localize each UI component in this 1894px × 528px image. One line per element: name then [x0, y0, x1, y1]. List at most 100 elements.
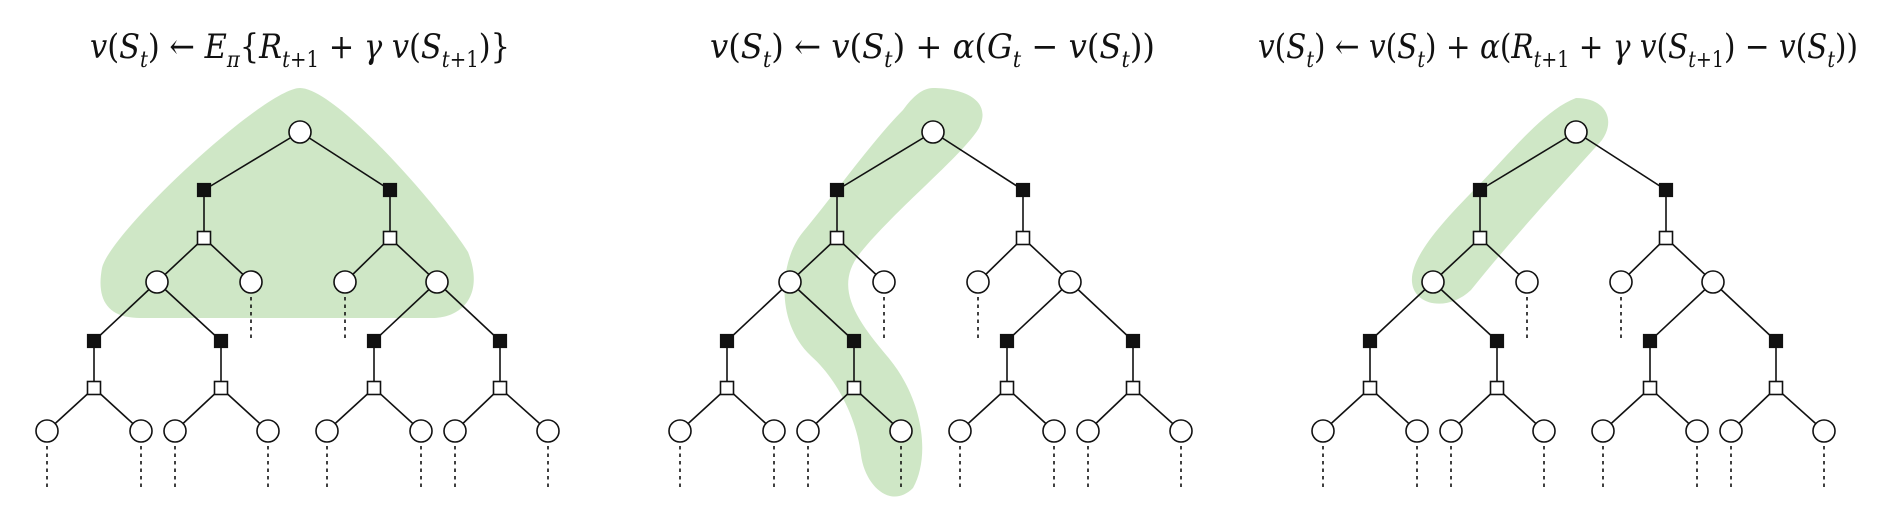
state-node [1169, 419, 1193, 443]
state-node [1685, 419, 1709, 443]
state-node [889, 419, 913, 443]
state-node [966, 270, 990, 294]
mc-backup-panel: v(St) ← v(St) + α(Gt − v(St)) [668, 27, 1193, 497]
action-node [846, 333, 862, 349]
state-node [315, 419, 339, 443]
state-node [872, 270, 896, 294]
state-node [35, 419, 59, 443]
tree-edge [726, 281, 791, 342]
tree-edge [1006, 281, 1071, 342]
transition-node [846, 380, 862, 396]
action-node [1768, 333, 1784, 349]
action-node [366, 333, 382, 349]
tree-edge [836, 131, 934, 191]
action-node [1642, 333, 1658, 349]
state-node [796, 419, 820, 443]
transition-node [1472, 230, 1488, 246]
tree-edge [156, 281, 222, 342]
state-node [1311, 419, 1335, 443]
action-node [492, 333, 508, 349]
tree-edge [1712, 281, 1777, 342]
transition-node [829, 230, 845, 246]
state-node [762, 419, 786, 443]
action-node [1015, 182, 1031, 198]
action-node [196, 182, 212, 198]
transition-node [196, 230, 212, 246]
state-node [1058, 270, 1082, 294]
state-node [288, 120, 312, 144]
tree-edge [1575, 131, 1667, 191]
transition-node [719, 380, 735, 396]
transition-node [1489, 380, 1505, 396]
state-node [948, 419, 972, 443]
state-node [163, 419, 187, 443]
tree-edge [203, 131, 301, 191]
state-node [239, 270, 263, 294]
state-node [333, 270, 357, 294]
state-node [778, 270, 802, 294]
transition-node [213, 380, 229, 396]
transition-node [1642, 380, 1658, 396]
tree-edge [1479, 131, 1577, 191]
state-node [1439, 419, 1463, 443]
td-backup-panel: v(St) ← v(St) + α(Rt+1 + γ v(St+1) − v(S… [1258, 27, 1858, 487]
state-node [425, 270, 449, 294]
tree-edge [1369, 281, 1434, 342]
backup-highlight [100, 88, 474, 318]
state-node [1591, 419, 1615, 443]
state-node [1405, 419, 1429, 443]
update-formula: v(St) ← Eπ{Rt+1 + γ v(St+1)} [90, 27, 510, 73]
state-node [129, 419, 153, 443]
action-node [1658, 182, 1674, 198]
state-node [256, 419, 280, 443]
dp-backup-panel: v(St) ← Eπ{Rt+1 + γ v(St+1)} [35, 27, 560, 487]
transition-node [492, 380, 508, 396]
tree-edge [1649, 281, 1714, 342]
tree-edge [1432, 281, 1498, 342]
tree-edge [1069, 281, 1134, 342]
action-node [1472, 182, 1488, 198]
transition-node [86, 380, 102, 396]
action-node [213, 333, 229, 349]
state-node [1812, 419, 1836, 443]
tree-edge [932, 131, 1024, 191]
transition-node [1768, 380, 1784, 396]
action-node [1125, 333, 1141, 349]
action-node [1489, 333, 1505, 349]
state-node [536, 419, 560, 443]
state-node [1532, 419, 1556, 443]
transition-node [999, 380, 1015, 396]
update-formula: v(St) ← v(St) + α(Gt − v(St)) [710, 27, 1155, 73]
state-node [668, 419, 692, 443]
action-node [999, 333, 1015, 349]
transition-node [1362, 380, 1378, 396]
tree-edge [789, 281, 855, 342]
state-node [921, 120, 945, 144]
update-formula: v(St) ← v(St) + α(Rt+1 + γ v(St+1) − v(S… [1258, 27, 1858, 73]
tree-edge [436, 281, 501, 342]
transition-node [382, 230, 398, 246]
transition-node [366, 380, 382, 396]
state-node [1564, 120, 1588, 144]
transition-node [1015, 230, 1031, 246]
state-node [1076, 419, 1100, 443]
state-node [1701, 270, 1725, 294]
state-node [1421, 270, 1445, 294]
tree-edge [373, 281, 438, 342]
state-node [443, 419, 467, 443]
state-node [1719, 419, 1743, 443]
state-node [409, 419, 433, 443]
backup-highlight [1411, 98, 1609, 304]
state-node [1042, 419, 1066, 443]
action-node [1362, 333, 1378, 349]
state-node [145, 270, 169, 294]
transition-node [1658, 230, 1674, 246]
transition-node [1125, 380, 1141, 396]
tree-edge [299, 131, 391, 191]
tree-edge [93, 281, 158, 342]
action-node [719, 333, 735, 349]
state-node [1515, 270, 1539, 294]
action-node [829, 182, 845, 198]
action-node [86, 333, 102, 349]
